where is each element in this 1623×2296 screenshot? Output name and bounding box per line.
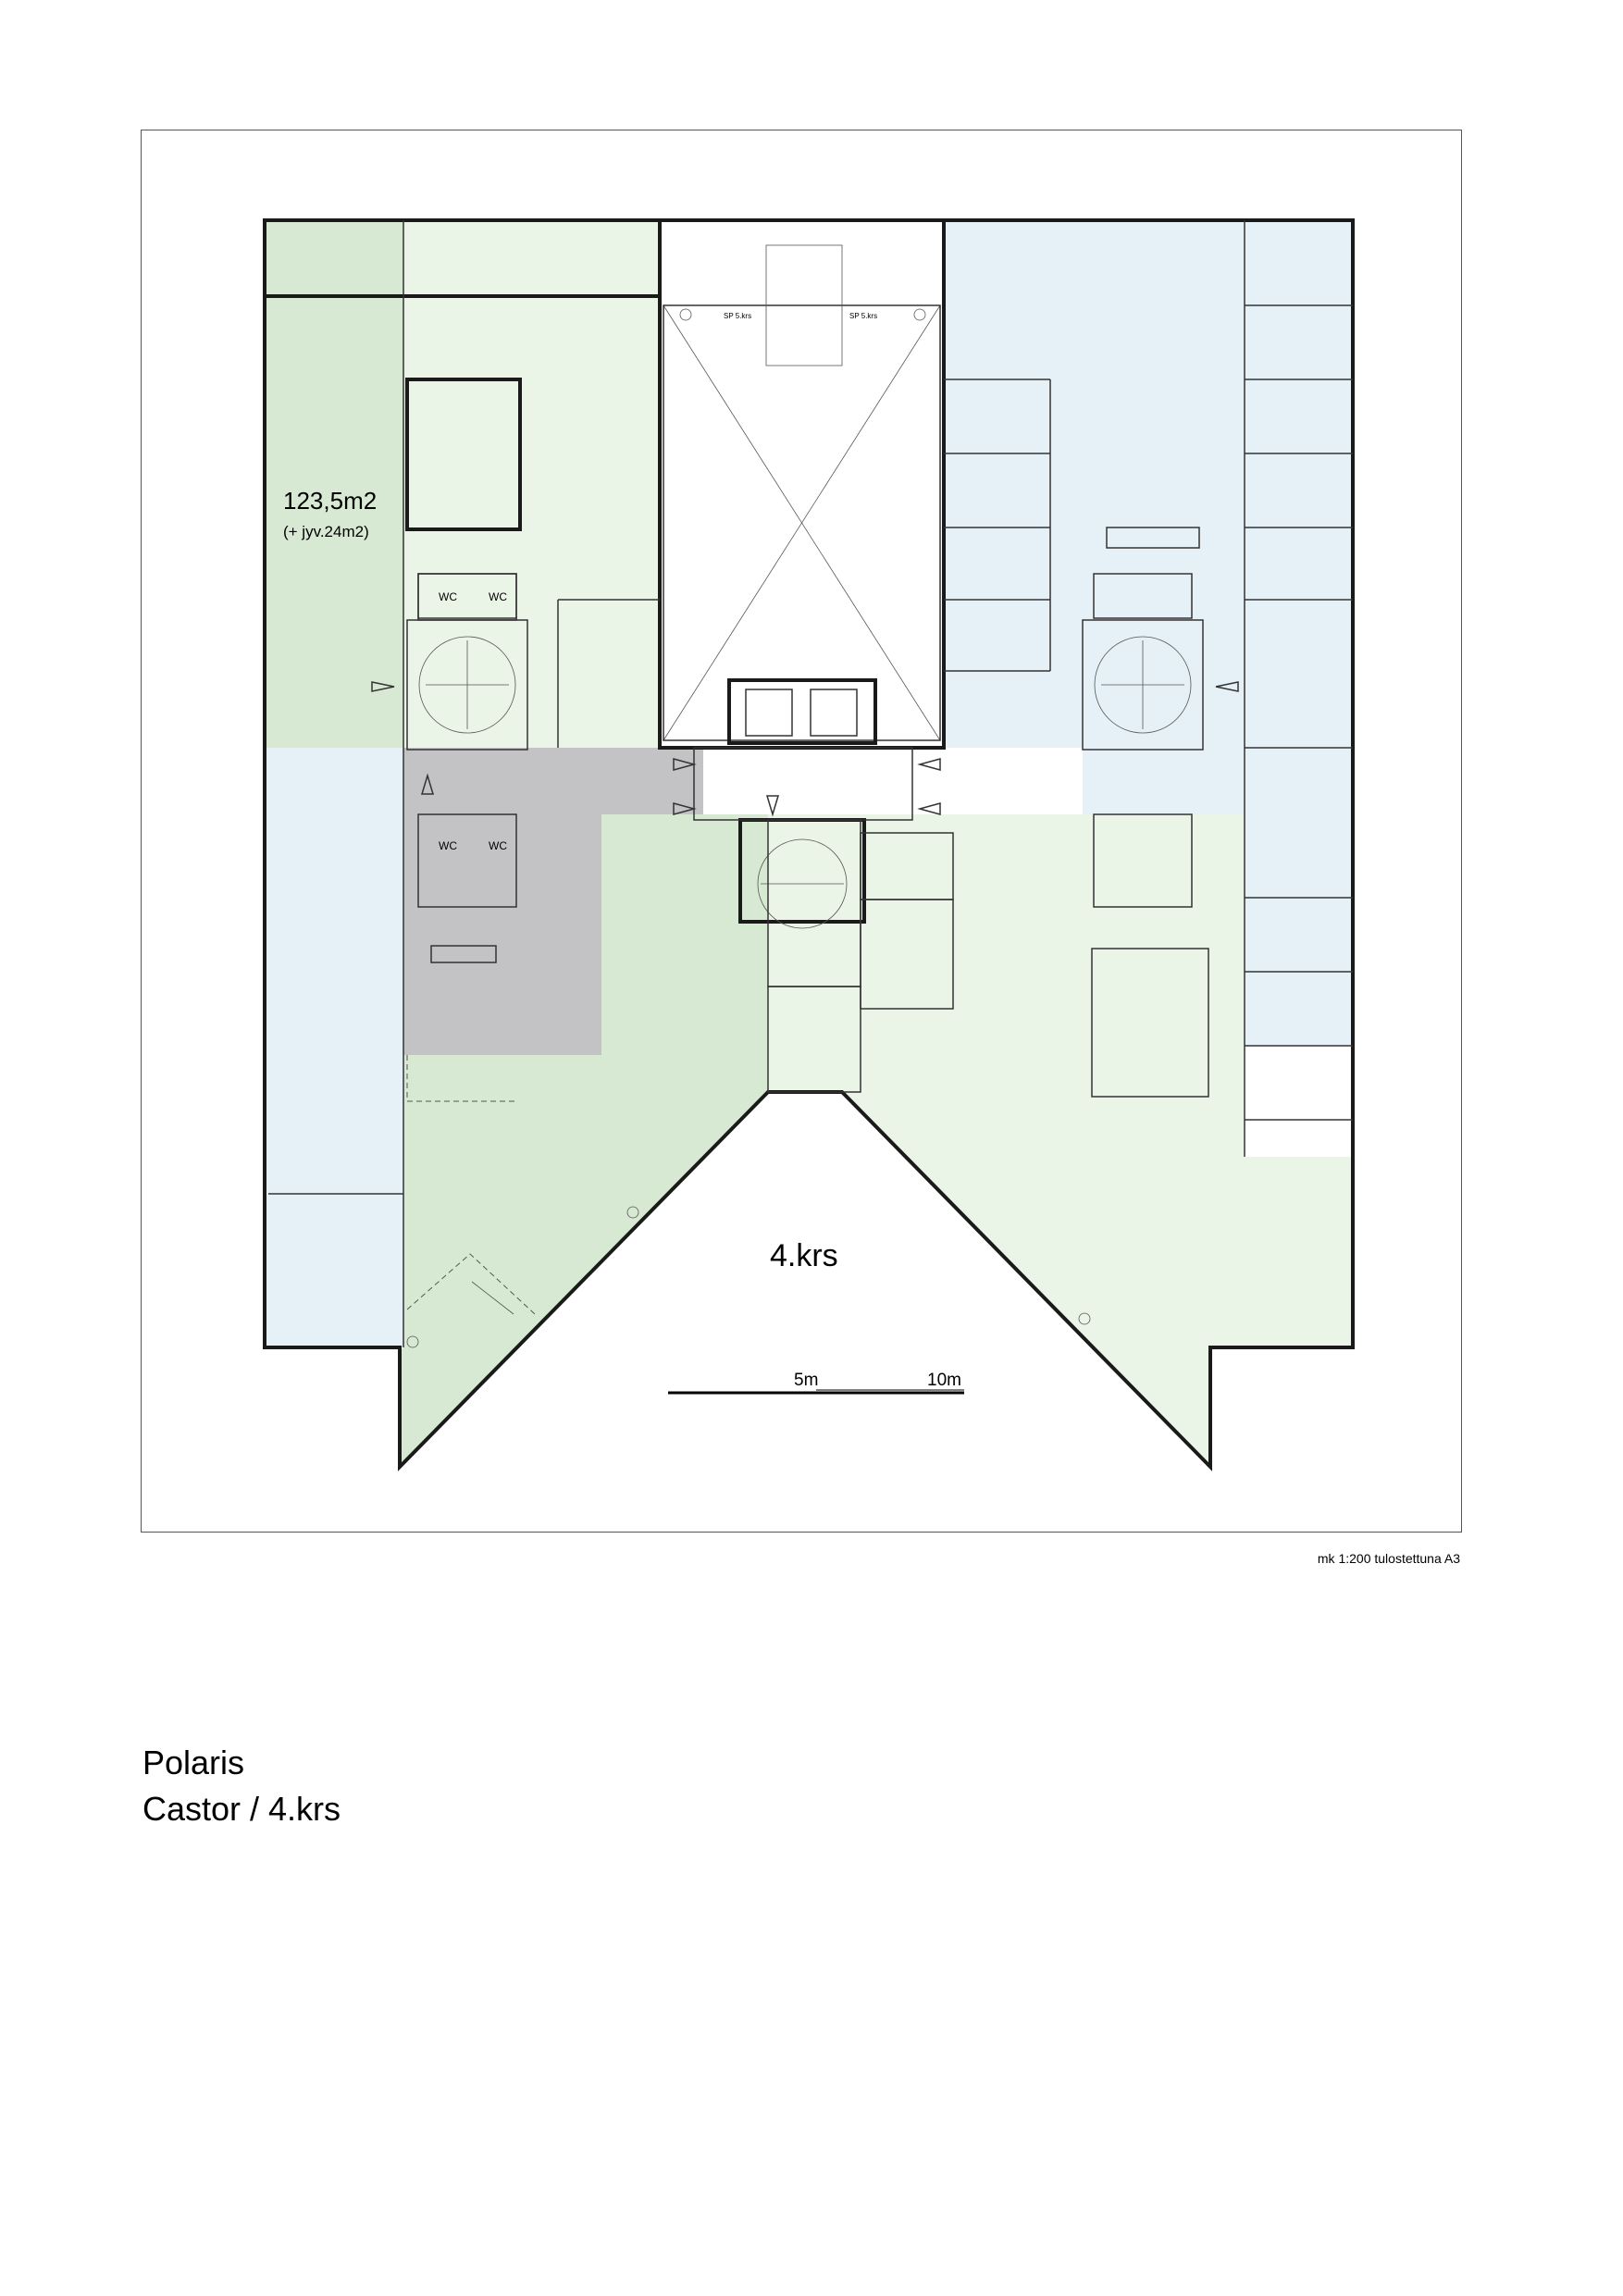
floor-plan-drawing: 5m 10m 123,5m2 (+ jyv.24m2) 4.krs WC WC … bbox=[263, 218, 1355, 1471]
entry-arrows bbox=[371, 681, 1239, 817]
sp-label: SP 5.krs bbox=[724, 312, 751, 320]
zone-atrium bbox=[660, 220, 944, 748]
elevators bbox=[727, 678, 877, 745]
wc-label: WC bbox=[489, 590, 507, 603]
project-title: Polaris bbox=[142, 1744, 245, 1781]
area-note: (+ jyv.24m2) bbox=[283, 523, 369, 540]
zone-office-left-blue bbox=[265, 748, 403, 1347]
area-label: 123,5m2 bbox=[283, 487, 377, 515]
scale-bar-mid-label: 5m bbox=[794, 1371, 818, 1390]
zone-office-left-upper bbox=[403, 220, 660, 748]
wc-label: WC bbox=[439, 590, 457, 603]
project-subtitle: Castor / 4.krs bbox=[142, 1790, 341, 1828]
zone-office-right-blue bbox=[944, 220, 1353, 1046]
scale-bar: 5m 10m bbox=[668, 1371, 964, 1395]
drawing-frame bbox=[141, 130, 1462, 1533]
zone-office-left-lower bbox=[400, 814, 768, 1467]
wc-label: WC bbox=[439, 839, 457, 852]
exterior-wall bbox=[263, 218, 1355, 1471]
sp-label: SP 5.krs bbox=[849, 312, 877, 320]
scale-note: mk 1:200 tulostettuna A3 bbox=[1317, 1551, 1460, 1566]
zone-office-right-lower bbox=[768, 814, 1353, 1467]
scale-bar-end-label: 10m bbox=[927, 1371, 961, 1390]
floor-label: 4.krs bbox=[770, 1238, 838, 1273]
core-right bbox=[1082, 573, 1204, 751]
wc-label: WC bbox=[489, 839, 507, 852]
zone-selected-space bbox=[265, 220, 403, 748]
zone-common-gray bbox=[361, 748, 703, 1055]
